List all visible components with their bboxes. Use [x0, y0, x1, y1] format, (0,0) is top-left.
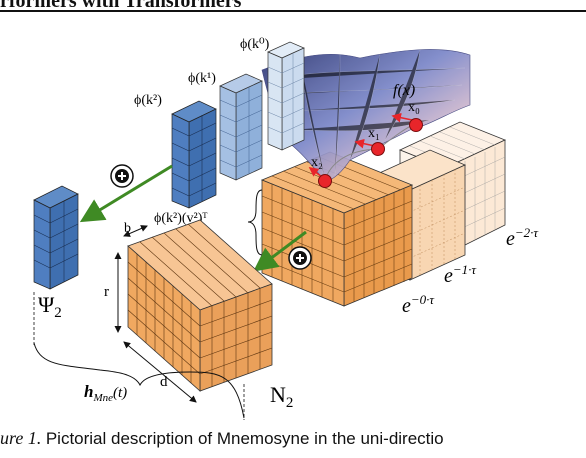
x2-label: x₂ — [311, 155, 323, 170]
x1-label: x₁ — [368, 126, 380, 141]
figure-mnemosyne: f(x) x₀ x₁ x₂ ϕ(k⁰) — [33, 37, 539, 420]
plus-icon-n — [288, 246, 312, 270]
point-x0 — [409, 118, 423, 132]
x0-label: x₀ — [408, 100, 420, 115]
psi2-label: Ψ2 — [38, 292, 62, 321]
caption-label: ure 1. — [0, 428, 42, 448]
running-header: rformers with Transformers — [0, 0, 242, 12]
add-arrow-psi — [79, 164, 173, 223]
dim-r-label: r — [104, 284, 109, 300]
exp0-label: e−0·τ — [402, 292, 435, 317]
brace-h-mne — [33, 342, 245, 419]
exp2-label: e−2·τ — [506, 225, 539, 250]
caption-text: Pictorial description of Mnemosyne in th… — [45, 429, 444, 448]
point-x1 — [371, 142, 385, 156]
dim-b-arrow — [123, 225, 148, 237]
point-x2 — [318, 174, 332, 188]
key-block-phi-k2 — [171, 100, 217, 209]
optimization-trajectory — [308, 112, 423, 188]
exp1-label: e−1·τ — [444, 262, 477, 287]
dim-b-label: b — [124, 221, 131, 236]
key-block-phi-k1 — [219, 73, 263, 181]
phi-k0-label: ϕ(k⁰) — [240, 37, 270, 52]
key-block-phi-k0 — [267, 41, 305, 151]
brace-outer-product — [247, 189, 263, 256]
header-rule — [0, 10, 586, 12]
h-mne-label: hMne(t) — [84, 382, 127, 404]
figure-caption: ure 1. Pictorial description of Mnemosyn… — [0, 428, 586, 449]
dim-d-arrow — [123, 341, 197, 403]
plus-icon-psi — [110, 164, 134, 188]
memory-block-e-0tau — [260, 151, 414, 307]
fx-label: f(x) — [393, 82, 415, 99]
add-arrow-n — [253, 230, 307, 272]
loss-surface — [261, 49, 471, 183]
phi-k2-label: ϕ(k²) — [134, 93, 162, 108]
n2-block — [127, 219, 273, 392]
n2-label: N2 — [270, 382, 293, 411]
psi2-block — [33, 185, 79, 290]
phi-k1-label: ϕ(k¹) — [188, 71, 216, 86]
dim-d-label: d — [160, 374, 168, 390]
